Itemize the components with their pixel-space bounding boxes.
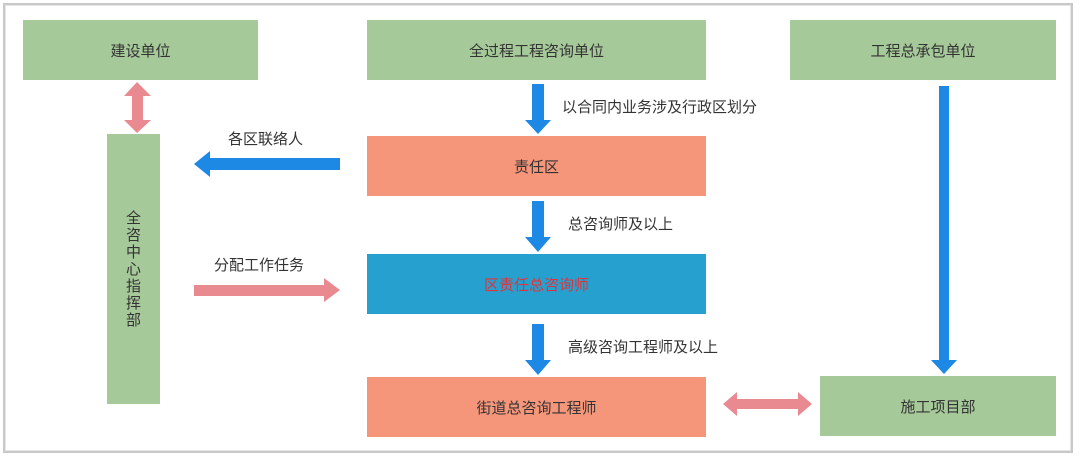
node-street-chief-engineer-label: 街道总咨询工程师 <box>476 398 597 417</box>
edge-label-senior-engineer-level: 高级咨询工程师及以上 <box>568 338 719 356</box>
node-zone-chief-consultant-label: 区责任总咨询师 <box>483 275 589 294</box>
edge-label-assign-tasks: 分配工作任务 <box>214 256 305 274</box>
diagram-frame <box>3 3 1073 453</box>
arrow-left-blue-liaison <box>194 151 340 177</box>
node-client: 建设单位 <box>23 20 258 80</box>
node-consulting-unit-label: 全过程工程咨询单位 <box>468 41 604 60</box>
node-responsibility-zone: 责任区 <box>367 136 706 196</box>
arrow-double-pink-vertical <box>124 82 151 133</box>
node-command-center-label: 全咨中心指挥部 <box>124 209 142 329</box>
node-responsibility-zone-label: 责任区 <box>513 157 559 176</box>
node-construction-project-dept-label: 施工项目部 <box>900 397 976 416</box>
arrow-down-blue-2 <box>525 201 551 252</box>
edge-label-zone-division: 以合同内业务涉及行政区划分 <box>562 98 758 116</box>
node-zone-chief-consultant: 区责任总咨询师 <box>367 254 706 314</box>
node-construction-project-dept: 施工项目部 <box>820 376 1056 436</box>
arrow-down-blue-4 <box>931 86 957 374</box>
node-client-label: 建设单位 <box>110 41 171 60</box>
arrow-right-pink-assign <box>194 278 340 302</box>
node-consulting-unit: 全过程工程咨询单位 <box>367 20 706 80</box>
node-street-chief-engineer: 街道总咨询工程师 <box>367 377 706 437</box>
arrow-down-blue-1 <box>525 84 551 134</box>
node-general-contractor: 工程总承包单位 <box>790 20 1056 80</box>
arrow-double-pink-horizontal <box>723 392 812 416</box>
edge-label-zone-liaison: 各区联络人 <box>228 130 304 148</box>
arrow-down-blue-3 <box>525 324 551 375</box>
edge-label-chief-consultant-level: 总咨询师及以上 <box>568 215 674 233</box>
node-general-contractor-label: 工程总承包单位 <box>870 41 976 60</box>
node-command-center: 全咨中心指挥部 <box>107 134 160 404</box>
